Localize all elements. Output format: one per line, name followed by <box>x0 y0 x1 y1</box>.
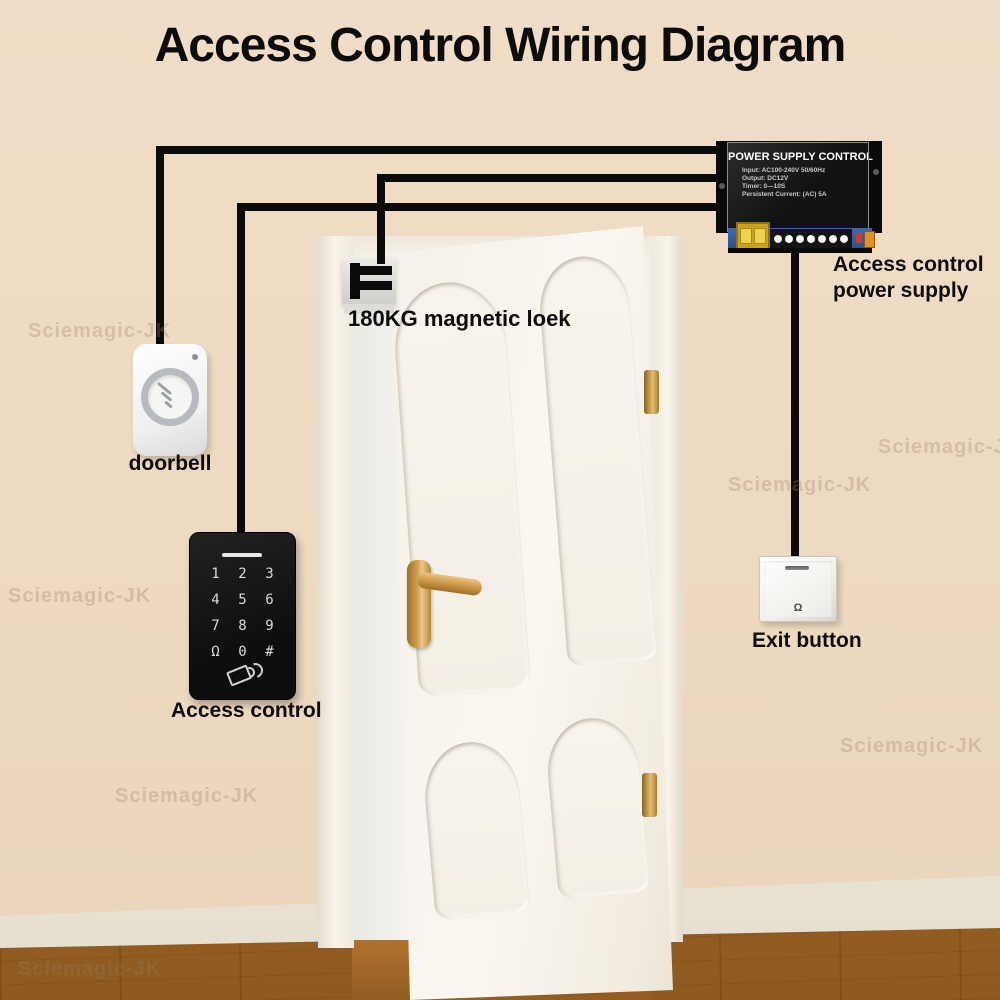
keypad-key-7: 7 <box>211 618 220 634</box>
spec-output: Output: DC12V <box>742 175 789 182</box>
status-led <box>856 233 862 243</box>
watermark: Sciemagic-JK <box>728 474 872 496</box>
power-supply-front-panel: POWER SUPPLY CONTROL Input: AC100-240V 5… <box>727 142 873 232</box>
keypad-key-4: 4 <box>211 592 220 608</box>
doorbell-led-dot <box>192 354 198 360</box>
sound-wave-icon <box>164 400 173 409</box>
keypad-key-hash: # <box>265 644 274 660</box>
magnetic-lock-bar-top <box>358 266 392 275</box>
doorbell-device <box>133 344 207 456</box>
keypad-key-3: 3 <box>265 566 274 582</box>
wire-exit-button-vertical <box>791 246 799 558</box>
keypad-key-bell-icon: Ω <box>211 644 220 660</box>
exit-button-caption: Exit button <box>752 629 862 652</box>
keypad-key-8: 8 <box>238 618 247 634</box>
terminal-screw <box>807 235 815 243</box>
watermark: Sciemagic-JK <box>878 436 1000 458</box>
doorbell-speaker-ring <box>141 368 199 426</box>
keypad-led-slot <box>222 553 262 557</box>
keypad-key-5: 5 <box>238 592 247 608</box>
door-hinge-top <box>644 370 659 414</box>
rfid-card-icon <box>225 660 266 687</box>
wire-keypad-vertical <box>237 203 245 535</box>
door-hinge-bottom <box>642 773 657 817</box>
power-supply-panel-title: POWER SUPPLY CONTROL <box>728 151 873 163</box>
spec-current: Persistent Current: (AC) 5A <box>742 191 827 198</box>
exit-button-rocker <box>764 561 832 617</box>
spec-timer: Timer: 0—10S <box>742 183 786 190</box>
magnetic-lock-bar-bottom <box>358 281 392 290</box>
page-title: Access Control Wiring Diagram <box>154 19 847 72</box>
power-supply-specs: Input: AC100-240V 50/60Hz Output: DC12V … <box>742 167 868 199</box>
door-frame-left <box>318 236 354 948</box>
door-leaf <box>390 226 673 1000</box>
keypad-keys: 1 2 3 4 5 6 7 8 9 Ω 0 # <box>202 565 283 662</box>
terminal-screw <box>818 235 826 243</box>
wire-keypad-horizontal <box>237 203 722 211</box>
power-supply-caption-line2: power supply <box>833 279 969 302</box>
power-supply-caption: Access control power supply <box>833 252 998 304</box>
terminal-block <box>770 229 852 249</box>
spec-input: Input: AC100-240V 50/60Hz <box>742 167 826 174</box>
wire-doorbell-vertical <box>156 146 164 348</box>
watermark: Sciemagic-JK <box>840 735 984 757</box>
watermark: Sciemagic-JK <box>115 785 259 807</box>
wire-maglock-vertical <box>377 174 385 264</box>
wire-maglock-horizontal <box>377 174 722 182</box>
power-supply-device: POWER SUPPLY CONTROL Input: AC100-240V 5… <box>716 141 882 233</box>
mount-hole-icon <box>873 169 879 175</box>
watermark: Sciemagic-JK <box>8 585 152 607</box>
door-panel-bottom-right <box>543 714 651 900</box>
power-supply-bottom-edge <box>728 248 872 253</box>
power-input-connector <box>736 222 770 250</box>
terminal-screw <box>785 235 793 243</box>
fuse-component <box>864 231 875 248</box>
terminal-screw <box>829 235 837 243</box>
keypad-caption: Access control <box>171 699 322 722</box>
wire-doorbell-horizontal <box>156 146 722 154</box>
mount-hole-icon <box>719 183 725 189</box>
terminal-screw <box>774 235 782 243</box>
exit-button-slot <box>785 566 809 570</box>
magnetic-lock-bar-vertical <box>350 263 360 299</box>
exit-button-device: Ω <box>759 556 837 622</box>
doorbell-caption: doorbell <box>128 452 212 475</box>
keypad-key-6: 6 <box>265 592 274 608</box>
access-keypad-device: 1 2 3 4 5 6 7 8 9 Ω 0 # <box>189 532 296 700</box>
keypad-key-0: 0 <box>238 644 247 660</box>
keypad-key-9: 9 <box>265 618 274 634</box>
magnetic-lock-armature-plate <box>344 304 394 314</box>
magnetic-lock-caption: 180KG magnetic loek <box>348 306 571 331</box>
watermark: Sciemagic-JK <box>28 320 172 342</box>
keypad-key-1: 1 <box>211 566 220 582</box>
terminal-screw <box>796 235 804 243</box>
bell-icon: Ω <box>793 602 803 614</box>
power-supply-caption-line1: Access control <box>833 253 984 276</box>
keypad-key-2: 2 <box>238 566 247 582</box>
terminal-screw <box>840 235 848 243</box>
door-panel-bottom-left <box>420 738 531 921</box>
